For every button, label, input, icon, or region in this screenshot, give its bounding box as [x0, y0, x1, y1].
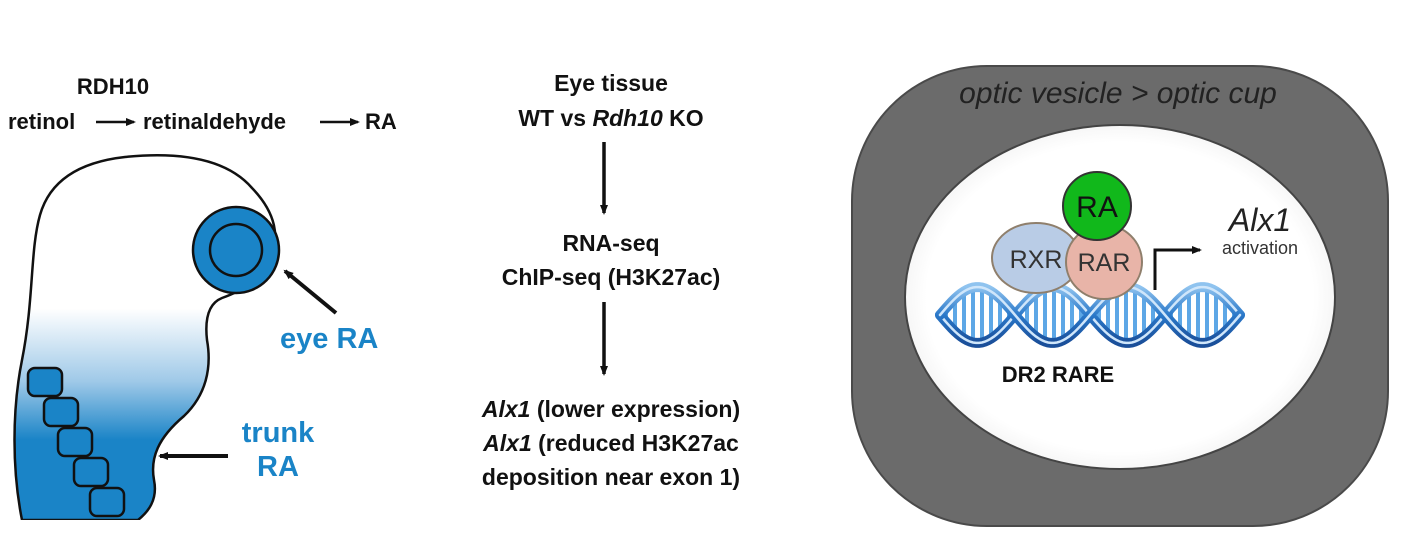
step1-suffix: KO [663, 105, 704, 131]
optic-ring-label: optic vesicle > optic cup [959, 77, 1277, 110]
pathway-panel: RDH10 retinol retinaldehyde RA [8, 74, 397, 134]
pathway-product-label: RA [365, 109, 397, 134]
embryo-eye-inner [208, 222, 264, 278]
rxr-label: RXR [1010, 246, 1063, 274]
step3-line2-rest: (reduced H3K27ac [532, 430, 739, 456]
ra-label: RA [1076, 191, 1118, 224]
workflow-step3-line3: deposition near exon 1) [482, 464, 740, 490]
target-gene-label: Alx1 [1227, 202, 1291, 238]
pathway-intermediate-label: retinaldehyde [143, 109, 286, 134]
mechanism-panel: optic vesicle > optic cup RXR RAR RA Alx… [851, 65, 1389, 527]
workflow-step1-line2: WT vs Rdh10 KO [518, 105, 703, 131]
eye-ra-label: eye RA [280, 323, 378, 355]
workflow-step2-line1: RNA-seq [562, 230, 659, 256]
eye-ra-arrow [283, 269, 338, 315]
step3-line1-rest: (lower expression) [530, 396, 740, 422]
somite [88, 486, 126, 518]
workflow-step2-line2: ChIP-seq (H3K27ac) [502, 264, 721, 290]
rar-label: RAR [1078, 249, 1131, 277]
somite [26, 366, 64, 398]
step1-prefix: WT vs [518, 105, 592, 131]
clip-band [0, 520, 300, 560]
workflow-step3-line2: Alx1 (reduced H3K27ac [482, 430, 739, 456]
workflow-step1-line1: Eye tissue [554, 70, 668, 96]
trunk-ra-label-line1: trunk [242, 417, 315, 449]
pathway-enzyme-label: RDH10 [77, 74, 149, 99]
pathway-substrate-label: retinol [8, 109, 75, 134]
somite [72, 456, 110, 488]
trunk-ra-label-line2: RA [257, 451, 299, 483]
somite [56, 426, 94, 458]
transcription-start-arrow [1153, 246, 1202, 290]
alx1-gene-italic: Alx1 [482, 430, 532, 456]
optic-inner-region [904, 124, 1336, 470]
dna-strand-b-highlight [938, 285, 1242, 345]
rdh10-gene-italic: Rdh10 [592, 105, 663, 131]
somite [42, 396, 80, 428]
workflow-step3-line1: Alx1 (lower expression) [481, 396, 740, 422]
target-effect-label: activation [1222, 238, 1298, 258]
dr2-rare-label: DR2 RARE [1002, 362, 1114, 387]
workflow-panel: Eye tissue WT vs Rdh10 KO RNA-seq ChIP-s… [481, 70, 740, 490]
ra-ligand [1062, 171, 1132, 241]
alx1-gene-italic: Alx1 [481, 396, 531, 422]
dna-helix [935, 282, 1245, 348]
embryo-illustration: eye RA trunk RA [0, 154, 378, 560]
